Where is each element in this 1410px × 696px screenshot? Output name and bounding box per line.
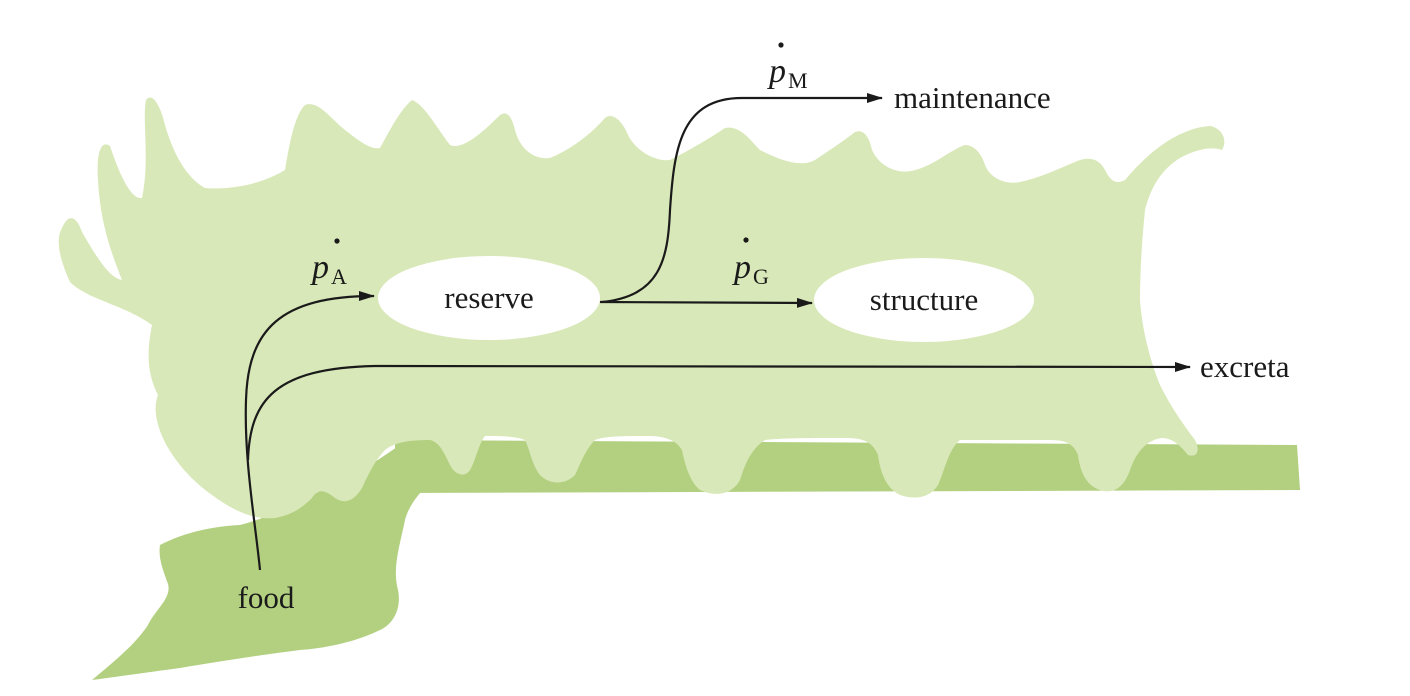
structure-label: structure — [870, 282, 978, 317]
assimilation-arrow — [244, 291, 375, 571]
flux-arrows — [244, 93, 1191, 571]
flux-symbol-p: p — [767, 53, 786, 90]
excreta-arrow — [246, 361, 1191, 461]
structure-ellipse — [814, 258, 1034, 342]
assimilation-flux-symbol: pA — [310, 238, 347, 289]
flux-symbol-p: p — [732, 249, 751, 286]
food-label: food — [238, 580, 295, 615]
leaf-silhouette — [92, 436, 1300, 680]
growth-arrow — [599, 297, 813, 308]
flux-subscript-A: A — [331, 264, 347, 289]
flux-dot — [778, 42, 784, 48]
stem-shape — [395, 440, 1300, 493]
caterpillar-body — [58, 97, 1225, 519]
structure-node: structure — [814, 258, 1034, 342]
maintenance-arrow — [601, 93, 883, 304]
excreta-label: excreta — [1200, 349, 1290, 384]
leaf-shape — [92, 436, 470, 680]
maintenance-flux-symbol: pM — [767, 42, 808, 93]
growth-flux-symbol: pG — [732, 237, 769, 289]
flux-symbol-p: p — [310, 249, 329, 286]
svg-text:pM: pM — [767, 53, 808, 93]
reserve-ellipse — [378, 256, 600, 340]
maintenance-label: maintenance — [894, 80, 1051, 115]
flux-subscript-G: G — [753, 264, 769, 289]
reserve-label: reserve — [444, 280, 534, 315]
flux-dot — [334, 238, 340, 244]
caterpillar-silhouette — [58, 97, 1225, 519]
svg-text:pG: pG — [732, 249, 769, 289]
reserve-node: reserve — [378, 256, 600, 340]
svg-text:pA: pA — [310, 249, 347, 289]
flux-subscript-M: M — [788, 68, 808, 93]
flux-dot — [743, 237, 749, 243]
